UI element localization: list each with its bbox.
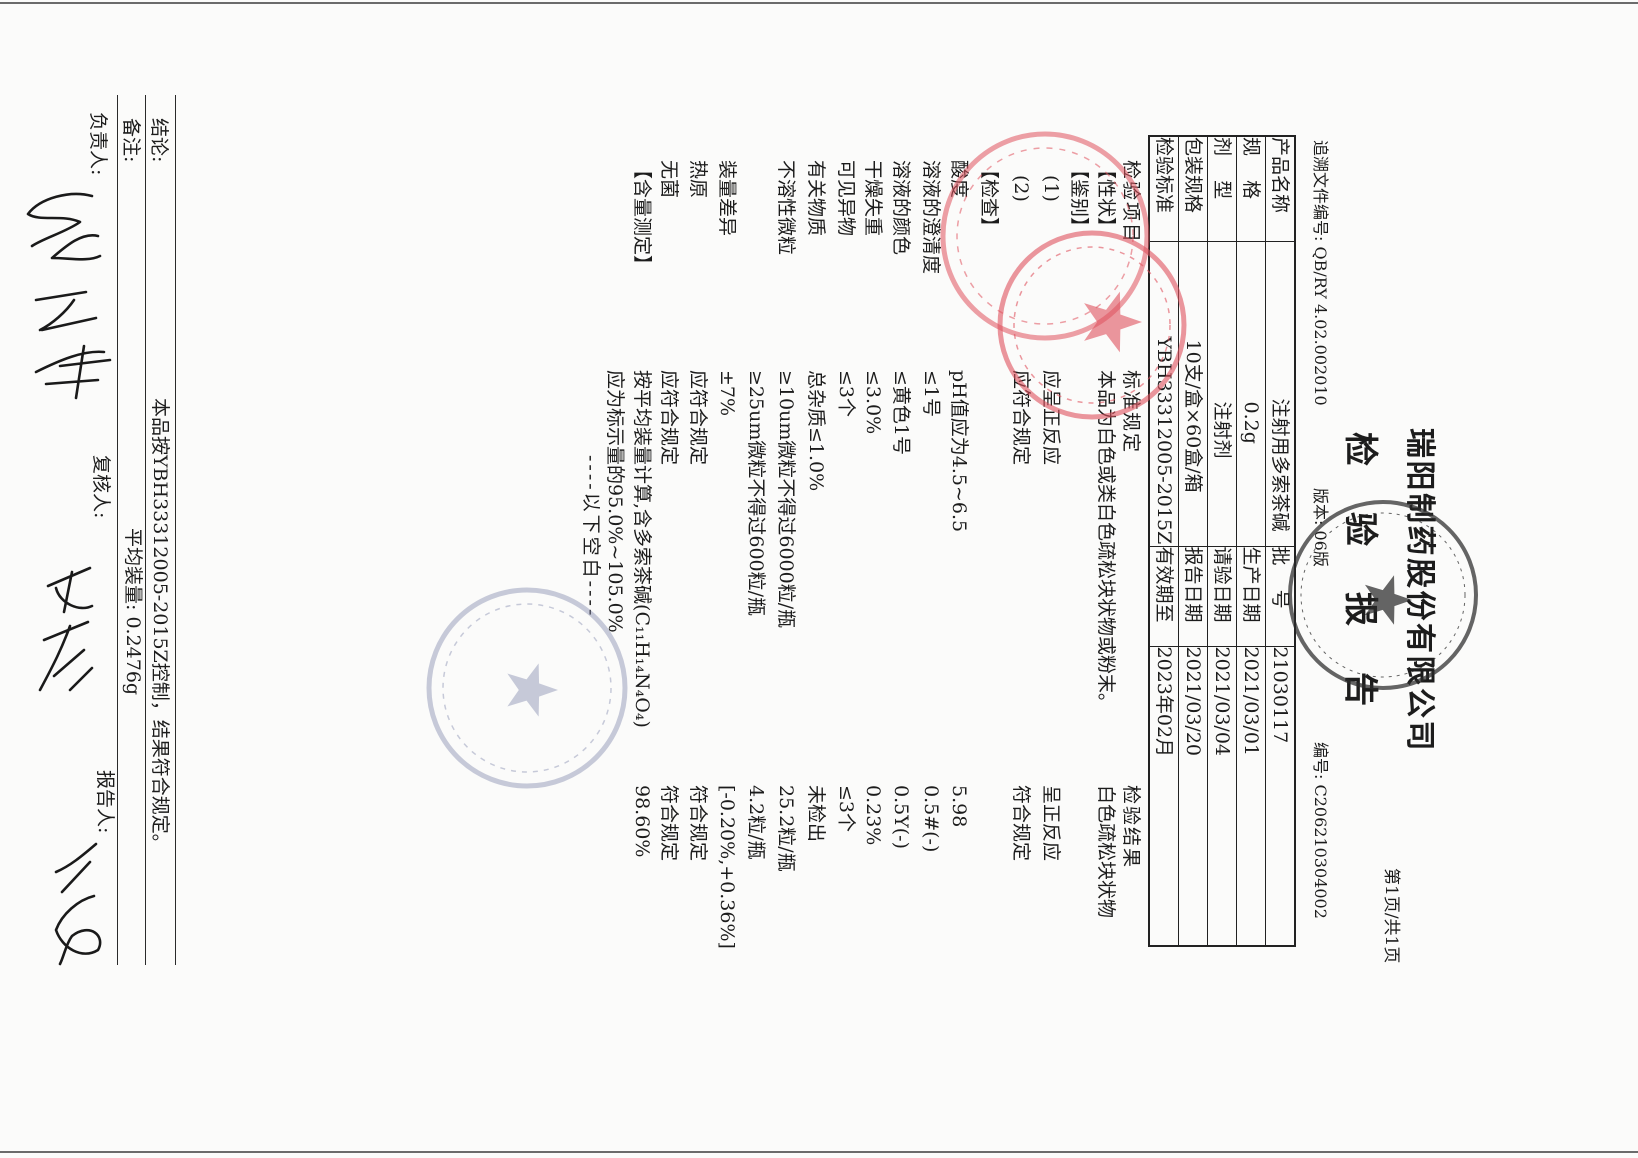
test-standard: 应呈正反应 <box>1040 370 1062 466</box>
info-value: 注射剂 <box>1207 241 1237 546</box>
version: 版本: 06版 <box>1311 488 1330 567</box>
remarks-bottom-rule <box>117 95 118 965</box>
test-standard: 本品为白色或类白色疏松块状物或粉末。 <box>1095 370 1117 713</box>
info-value: 注射用多索茶碱 <box>1265 241 1295 546</box>
test-item: (1) <box>1040 175 1062 202</box>
column-header-standard: 标准规定 <box>1120 370 1142 455</box>
test-standard: ≥25um微粒不得过600粒/瓶 <box>745 370 767 617</box>
test-result: 符合规定 <box>687 785 709 862</box>
test-standard: 总杂质≤1.0% <box>805 370 827 492</box>
test-result: 符合规定 <box>1010 785 1032 862</box>
test-result: 未检出 <box>805 785 827 843</box>
test-item: 干燥失重 <box>862 160 884 237</box>
test-result: [-0.20%,+0.36%] <box>716 785 738 949</box>
test-result: 4.2粒/瓶 <box>745 785 767 860</box>
test-section-heading: 【含量测定】 <box>631 160 653 275</box>
test-result: 98.60% <box>631 785 653 858</box>
test-item: 装量差异 <box>716 160 738 237</box>
test-item: 【性状】 <box>1095 160 1117 237</box>
report-number: 编号: C206210304002 <box>1311 742 1330 919</box>
test-section-heading: 【检查】 <box>978 160 1000 237</box>
info-label: 有效期至 <box>1149 546 1179 646</box>
test-result: 25.2粒/瓶 <box>775 785 797 872</box>
company-name: 瑞阳制药股份有限公司 <box>1402 428 1437 753</box>
info-row: 剂 型 注射剂 请验日期 2021/03/04 <box>1207 136 1237 946</box>
info-value: 2021/03/20 <box>1178 646 1208 946</box>
test-item: 可见异物 <box>835 160 857 237</box>
test-result: 5.98 <box>948 785 970 828</box>
test-item: 不溶性微粒 <box>775 160 797 256</box>
test-item: 热原 <box>687 160 709 199</box>
reviewer-label: 复核人: <box>90 455 112 519</box>
info-row: 规 格 0.2g 生产日期 2021/03/01 <box>1236 136 1266 946</box>
info-value: 21030117 <box>1265 646 1295 946</box>
info-label: 包装规格 <box>1178 136 1208 241</box>
test-item: 有关物质 <box>805 160 827 237</box>
test-result: 符合规定 <box>658 785 680 862</box>
test-standard: 应为标示量的95.0%~105.0% <box>604 370 626 633</box>
test-standard: 应符合规定 <box>658 370 680 466</box>
test-standard: ≤3个 <box>835 370 857 418</box>
info-label: 规 格 <box>1236 136 1266 241</box>
test-section-heading: 【鉴别】 <box>1068 160 1090 237</box>
column-header-item: 检验项目 <box>1120 160 1142 245</box>
info-row: 包装规格 10支/盒×60盒/箱 报告日期 2021/03/20 <box>1178 136 1208 946</box>
conclusion-text: 本品按YBH33312005-2015Z控制，结果符合规定。 <box>149 398 171 853</box>
report-title: 检验报告 <box>1340 432 1380 752</box>
info-row: 产品名称 注射用多索茶碱 批 号 21030117 <box>1265 136 1295 946</box>
reporter-label: 报告人: <box>94 770 116 834</box>
test-result: 0.5#(-) <box>920 785 942 853</box>
info-label: 请验日期 <box>1207 546 1237 646</box>
test-item: 酸度 <box>948 160 970 199</box>
product-info-table: 产品名称 注射用多索茶碱 批 号 21030117 规 格 0.2g 生产日期 … <box>1148 135 1296 947</box>
responsible-person-label: 负责人: <box>87 112 109 176</box>
test-standard: ≤1号 <box>920 370 942 418</box>
test-standard: ≤黄色1号 <box>890 370 912 456</box>
info-value: YBH33312005-2015Z <box>1149 241 1179 546</box>
info-label: 剂 型 <box>1207 136 1237 241</box>
test-standard: 应符合规定 <box>1010 370 1032 466</box>
conclusion-divider-rule <box>145 95 146 965</box>
remarks-text: 平均装量: 0.2476g <box>122 528 144 696</box>
remarks-label: 备注: <box>120 118 142 163</box>
column-header-result: 检验结果 <box>1120 785 1142 870</box>
test-standard: ±7% <box>716 370 738 417</box>
info-value: 2021/03/01 <box>1236 646 1266 946</box>
test-standard: ≤3.0% <box>862 370 884 435</box>
info-label: 检验标准 <box>1149 136 1179 241</box>
test-result: ≤3个 <box>835 785 857 833</box>
doc-reference: 追溯文件编号: QB/RY 4.02.002010 <box>1311 140 1330 406</box>
test-item: 溶液的颜色 <box>890 160 912 256</box>
info-row: 检验标准 YBH33312005-2015Z 有效期至 2023年02月 <box>1149 136 1179 946</box>
info-value: 0.2g <box>1236 241 1266 546</box>
info-label: 批 号 <box>1265 546 1295 646</box>
info-label: 产品名称 <box>1265 136 1295 241</box>
test-standard: 按平均装量计算,含多索茶碱(C₁₁H₁₄N₄O₄) <box>631 370 653 728</box>
test-standard: 应符合规定 <box>687 370 709 466</box>
info-value: 10支/盒×60盒/箱 <box>1178 241 1208 546</box>
test-item: 溶液的澄清度 <box>920 160 942 275</box>
blank-below-note: ----以下空白---- <box>580 455 602 619</box>
test-result: 0.5Y(-) <box>890 785 912 850</box>
test-item: 无菌 <box>658 160 680 199</box>
info-value: 2023年02月 <box>1149 646 1179 946</box>
info-label: 报告日期 <box>1178 546 1208 646</box>
info-label: 生产日期 <box>1236 546 1266 646</box>
test-result: 呈正反应 <box>1040 785 1062 862</box>
conclusion-label: 结论: <box>148 118 170 163</box>
test-standard: ≥10um微粒不得过6000粒/瓶 <box>775 370 797 629</box>
test-result: 白色疏松块状物 <box>1095 785 1117 919</box>
info-value: 2021/03/04 <box>1207 646 1237 946</box>
test-item: (2) <box>1010 175 1032 202</box>
test-result: 0.23% <box>862 785 884 846</box>
conclusion-top-rule <box>175 95 176 965</box>
page-number: 第1页/共1页 <box>1381 868 1401 964</box>
test-standard: pH值应为4.5~6.5 <box>948 370 970 533</box>
